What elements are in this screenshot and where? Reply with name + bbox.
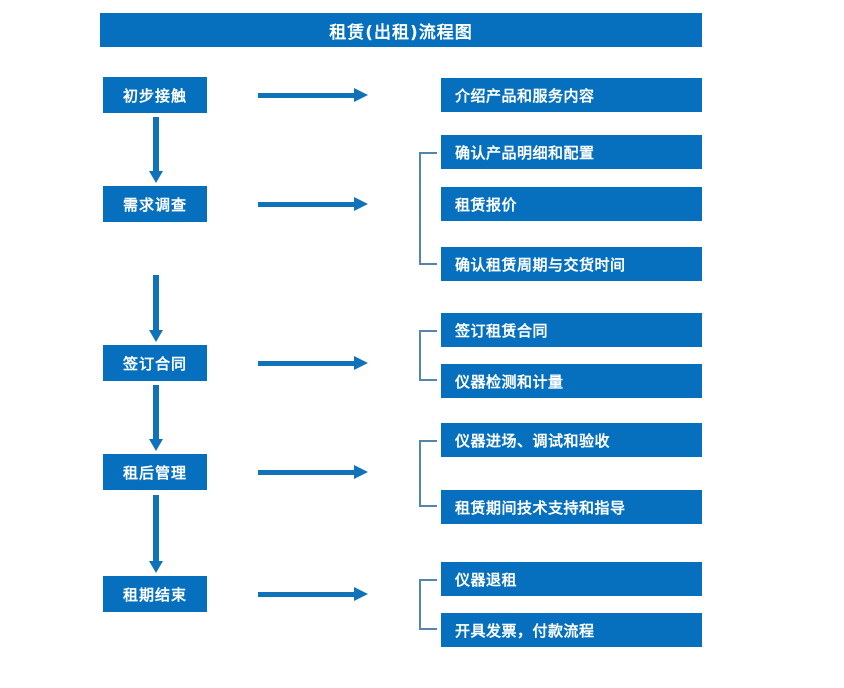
stage-box-4[interactable]: 租后管理 [103, 454, 207, 490]
detail-box-9[interactable]: 仪器退租 [441, 562, 702, 596]
stage-box-5[interactable]: 租期结束 [103, 576, 207, 612]
detail-box-3[interactable]: 租赁报价 [441, 187, 702, 221]
group-bracket-3 [419, 330, 437, 381]
horizontal-arrow-stage-2 [258, 197, 368, 211]
arrow-head-right-icon [354, 197, 368, 211]
arrow-head-right-icon [354, 356, 368, 370]
arrow-shaft [153, 117, 159, 172]
detail-box-1[interactable]: 介绍产品和服务内容 [441, 78, 702, 112]
vertical-arrow-4-to-5 [149, 495, 163, 573]
arrow-shaft [153, 495, 159, 562]
vertical-arrow-1-to-2 [149, 117, 163, 183]
diagram-title: 租赁(出租)流程图 [100, 13, 702, 47]
detail-box-8[interactable]: 租赁期间技术支持和指导 [441, 490, 702, 524]
vertical-arrow-3-to-4 [149, 385, 163, 451]
arrow-shaft [153, 275, 159, 331]
arrow-head-right-icon [354, 88, 368, 102]
arrow-head-right-icon [354, 587, 368, 601]
arrow-head-down-icon [149, 330, 163, 342]
detail-box-7[interactable]: 仪器进场、调试和验收 [441, 423, 702, 457]
horizontal-arrow-stage-3 [258, 356, 368, 370]
horizontal-arrow-stage-5 [258, 587, 368, 601]
vertical-arrow-2-to-3 [149, 275, 163, 342]
detail-box-2[interactable]: 确认产品明细和配置 [441, 135, 702, 169]
detail-box-4[interactable]: 确认租赁周期与交货时间 [441, 247, 702, 281]
detail-box-10[interactable]: 开具发票，付款流程 [441, 613, 702, 647]
arrow-head-down-icon [149, 561, 163, 573]
arrow-shaft [258, 361, 354, 366]
arrow-head-down-icon [149, 439, 163, 451]
group-bracket-4 [419, 440, 437, 507]
arrow-shaft [153, 385, 159, 440]
stage-box-1[interactable]: 初步接触 [103, 77, 207, 113]
arrow-head-right-icon [354, 465, 368, 479]
arrow-shaft [258, 592, 354, 597]
arrow-shaft [258, 202, 354, 207]
horizontal-arrow-stage-1 [258, 88, 368, 102]
arrow-shaft [258, 93, 354, 98]
arrow-shaft [258, 470, 354, 475]
horizontal-arrow-stage-4 [258, 465, 368, 479]
detail-box-5[interactable]: 签订租赁合同 [441, 313, 702, 347]
stage-box-2[interactable]: 需求调查 [103, 186, 207, 222]
arrow-head-down-icon [149, 171, 163, 183]
detail-box-6[interactable]: 仪器检测和计量 [441, 364, 702, 398]
stage-box-3[interactable]: 签订合同 [103, 345, 207, 381]
group-bracket-2 [419, 152, 437, 265]
group-bracket-5 [419, 579, 437, 630]
